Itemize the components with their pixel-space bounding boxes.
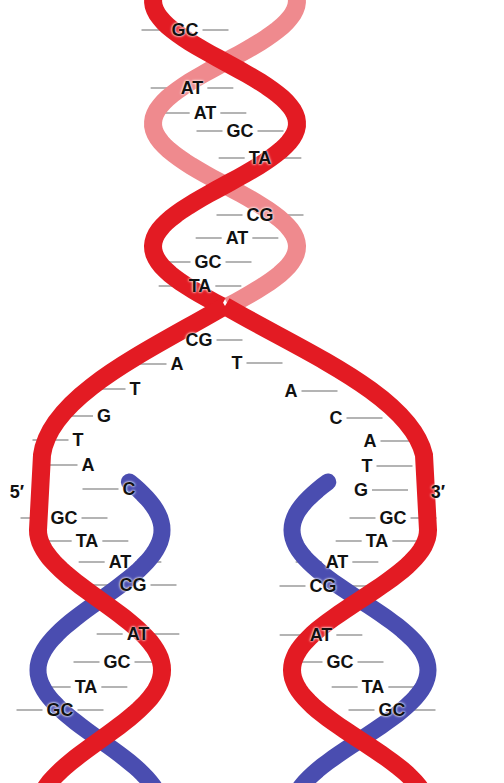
base-letter: A xyxy=(171,355,184,373)
base-pair: TA xyxy=(76,532,99,550)
base-pair-rung xyxy=(358,661,384,663)
base-pair-rung xyxy=(392,540,418,542)
base-pair-rung xyxy=(350,517,376,519)
base-letter: T xyxy=(130,380,141,398)
base-pair: TA xyxy=(249,149,272,167)
base-pair-rung xyxy=(197,130,223,132)
base-letter: T xyxy=(73,431,84,449)
base-letter: G xyxy=(97,407,111,425)
base-pair: GC xyxy=(327,653,354,671)
parent-strand xyxy=(153,0,297,306)
base-pair-rung xyxy=(83,488,119,490)
base-pair-rung xyxy=(302,390,338,392)
base-pair-rung xyxy=(332,686,358,688)
base-pair-rung xyxy=(347,417,383,419)
base-pair: AT xyxy=(226,229,249,247)
parent-strand xyxy=(38,306,225,783)
base-pair-rung xyxy=(219,157,245,159)
base-pair-rung xyxy=(74,661,100,663)
base-pair-rung xyxy=(82,517,108,519)
base-pair-rung xyxy=(151,584,177,586)
base-pair: CG xyxy=(186,331,213,349)
base-letter: T xyxy=(362,457,373,475)
base-pair-rung xyxy=(153,633,179,635)
base-pair-rung xyxy=(280,585,306,587)
base-pair-rung xyxy=(372,489,408,491)
base-pair: AT xyxy=(326,553,349,571)
base-pair: GC xyxy=(195,253,222,271)
base-pair: GC xyxy=(104,653,131,671)
base-letter: A xyxy=(82,456,95,474)
base-letter: A xyxy=(364,432,377,450)
base-pair-rung xyxy=(226,261,252,263)
base-pair-rung xyxy=(215,285,241,287)
base-letter: C xyxy=(330,409,343,427)
base-pair: AT xyxy=(194,104,217,122)
base-pair: TA xyxy=(366,532,389,550)
base-pair: AT xyxy=(127,625,150,643)
base-pair: TA xyxy=(362,678,385,696)
base-pair: GC xyxy=(47,701,74,719)
base-letter: G xyxy=(354,481,368,499)
strand-end-label: 3′ xyxy=(431,483,445,501)
base-pair-rung xyxy=(217,339,243,341)
base-pair-rung xyxy=(258,130,284,132)
base-letter: C xyxy=(123,480,136,498)
base-pair-rung xyxy=(252,237,278,239)
base-pair: AT xyxy=(109,553,132,571)
base-pair-rung xyxy=(247,362,283,364)
base-pair-rung xyxy=(349,709,375,711)
base-pair-rung xyxy=(97,633,123,635)
base-pair-rung xyxy=(102,540,128,542)
base-pair: CG xyxy=(310,577,337,595)
base-pair: GC xyxy=(227,122,254,140)
base-pair-rung xyxy=(217,214,243,216)
base-letter: A xyxy=(285,382,298,400)
base-pair-rung xyxy=(336,540,362,542)
parent-strand xyxy=(225,306,428,783)
base-pair: AT xyxy=(310,626,333,644)
base-pair: GC xyxy=(51,509,78,527)
base-pair: AT xyxy=(181,79,204,97)
parent-strand xyxy=(153,0,297,306)
base-pair-rung xyxy=(388,686,414,688)
base-pair-rung xyxy=(196,237,222,239)
base-pair-rung xyxy=(79,561,105,563)
base-pair-rung xyxy=(17,709,43,711)
base-pair: TA xyxy=(75,678,98,696)
base-pair-rung xyxy=(207,87,233,89)
base-pair: TA xyxy=(189,277,212,295)
base-pair: GC xyxy=(380,509,407,527)
base-pair-rung xyxy=(203,29,229,31)
base-pair-rung xyxy=(101,686,127,688)
base-pair-rung xyxy=(336,634,362,636)
base-pair-rung xyxy=(220,112,246,114)
base-pair: CG xyxy=(247,206,274,224)
base-pair-rung xyxy=(78,709,104,711)
base-pair: GC xyxy=(379,701,406,719)
strand-end-label: 5′ xyxy=(10,483,24,501)
base-pair: GC xyxy=(172,21,199,39)
base-letter: T xyxy=(232,354,243,372)
base-pair-rung xyxy=(352,561,378,563)
base-pair: CG xyxy=(120,576,147,594)
base-pair-rung xyxy=(164,112,190,114)
base-pair-rung xyxy=(377,465,413,467)
